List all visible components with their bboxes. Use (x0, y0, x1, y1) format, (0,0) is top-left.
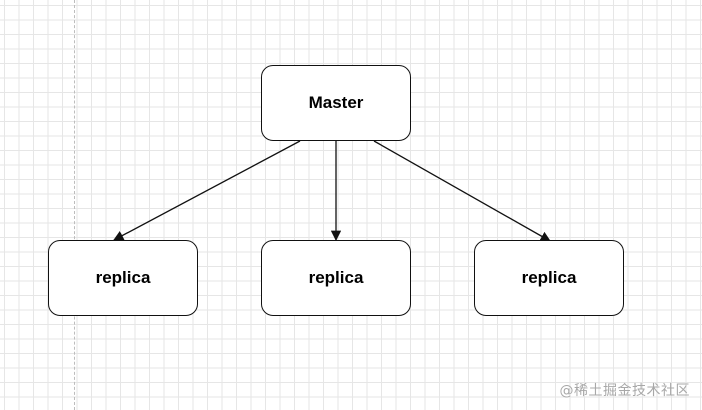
node-replica-1[interactable]: replica (48, 240, 198, 316)
node-master[interactable]: Master (261, 65, 411, 141)
node-master-label: Master (308, 93, 364, 112)
watermark-text: @稀土掘金技术社区 (559, 383, 690, 399)
node-replica-3[interactable]: replica (474, 240, 624, 316)
edge-master-to-replica-3 (373, 140, 551, 242)
node-replica-2[interactable]: replica (261, 240, 411, 316)
dashed-guide-line (74, 0, 75, 410)
node-replica-1-label: replica (95, 268, 151, 287)
edge-master-to-replica-1 (113, 140, 301, 241)
node-replica-3-label: replica (521, 268, 577, 287)
node-replica-2-label: replica (308, 268, 364, 287)
